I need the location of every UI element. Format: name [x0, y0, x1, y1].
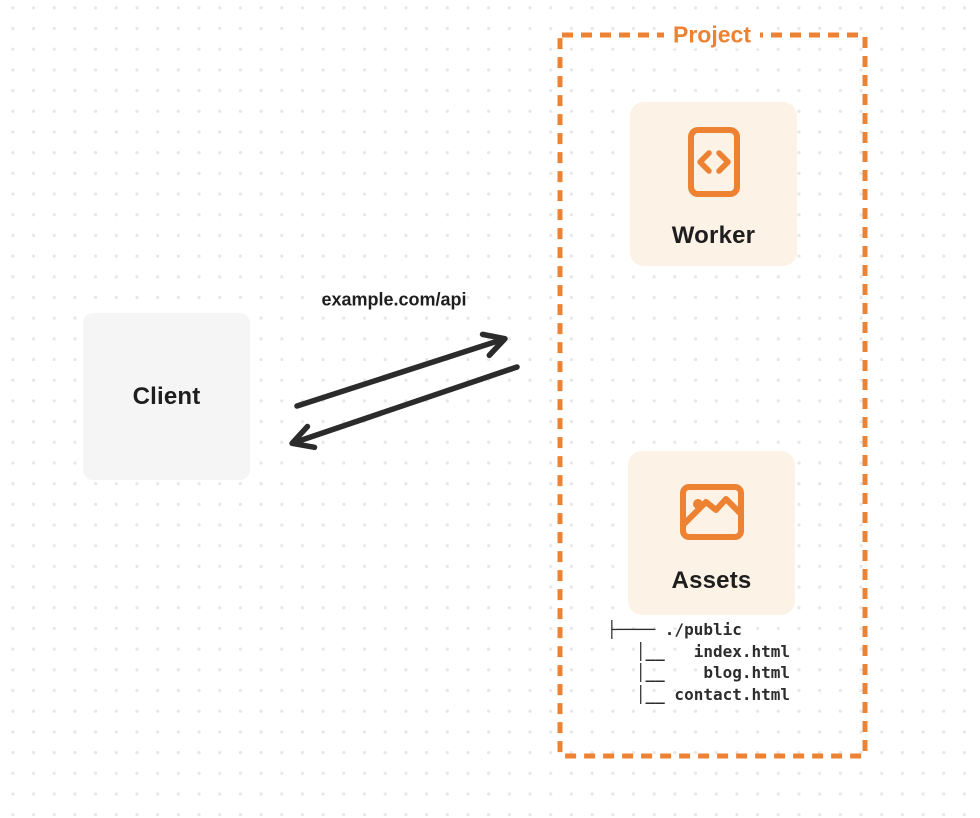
- tree-root-public: ├──── ./public: [607, 620, 742, 639]
- image-icon: [679, 484, 744, 540]
- assets-node: Assets: [628, 451, 795, 615]
- code-document-icon: [687, 127, 740, 197]
- client-label: Client: [132, 382, 201, 410]
- assets-file-tree: ├──── ./public │__ index.html │__ blog.h…: [607, 619, 790, 705]
- worker-label: Worker: [671, 222, 756, 249]
- tree-file-blog-html: │__ blog.html: [607, 663, 791, 682]
- tree-file-index-html: │__ index.html: [607, 641, 791, 661]
- request-url-label: example.com/api: [321, 289, 467, 310]
- tree-file-contact-html: │__ contact.html: [607, 684, 791, 704]
- response-arrow: [289, 364, 520, 451]
- worker-node: Worker: [630, 102, 797, 266]
- request-arrow: [294, 331, 508, 409]
- project-label: Project: [664, 21, 760, 49]
- assets-label: Assets: [671, 567, 752, 594]
- client-node: Client: [83, 313, 250, 480]
